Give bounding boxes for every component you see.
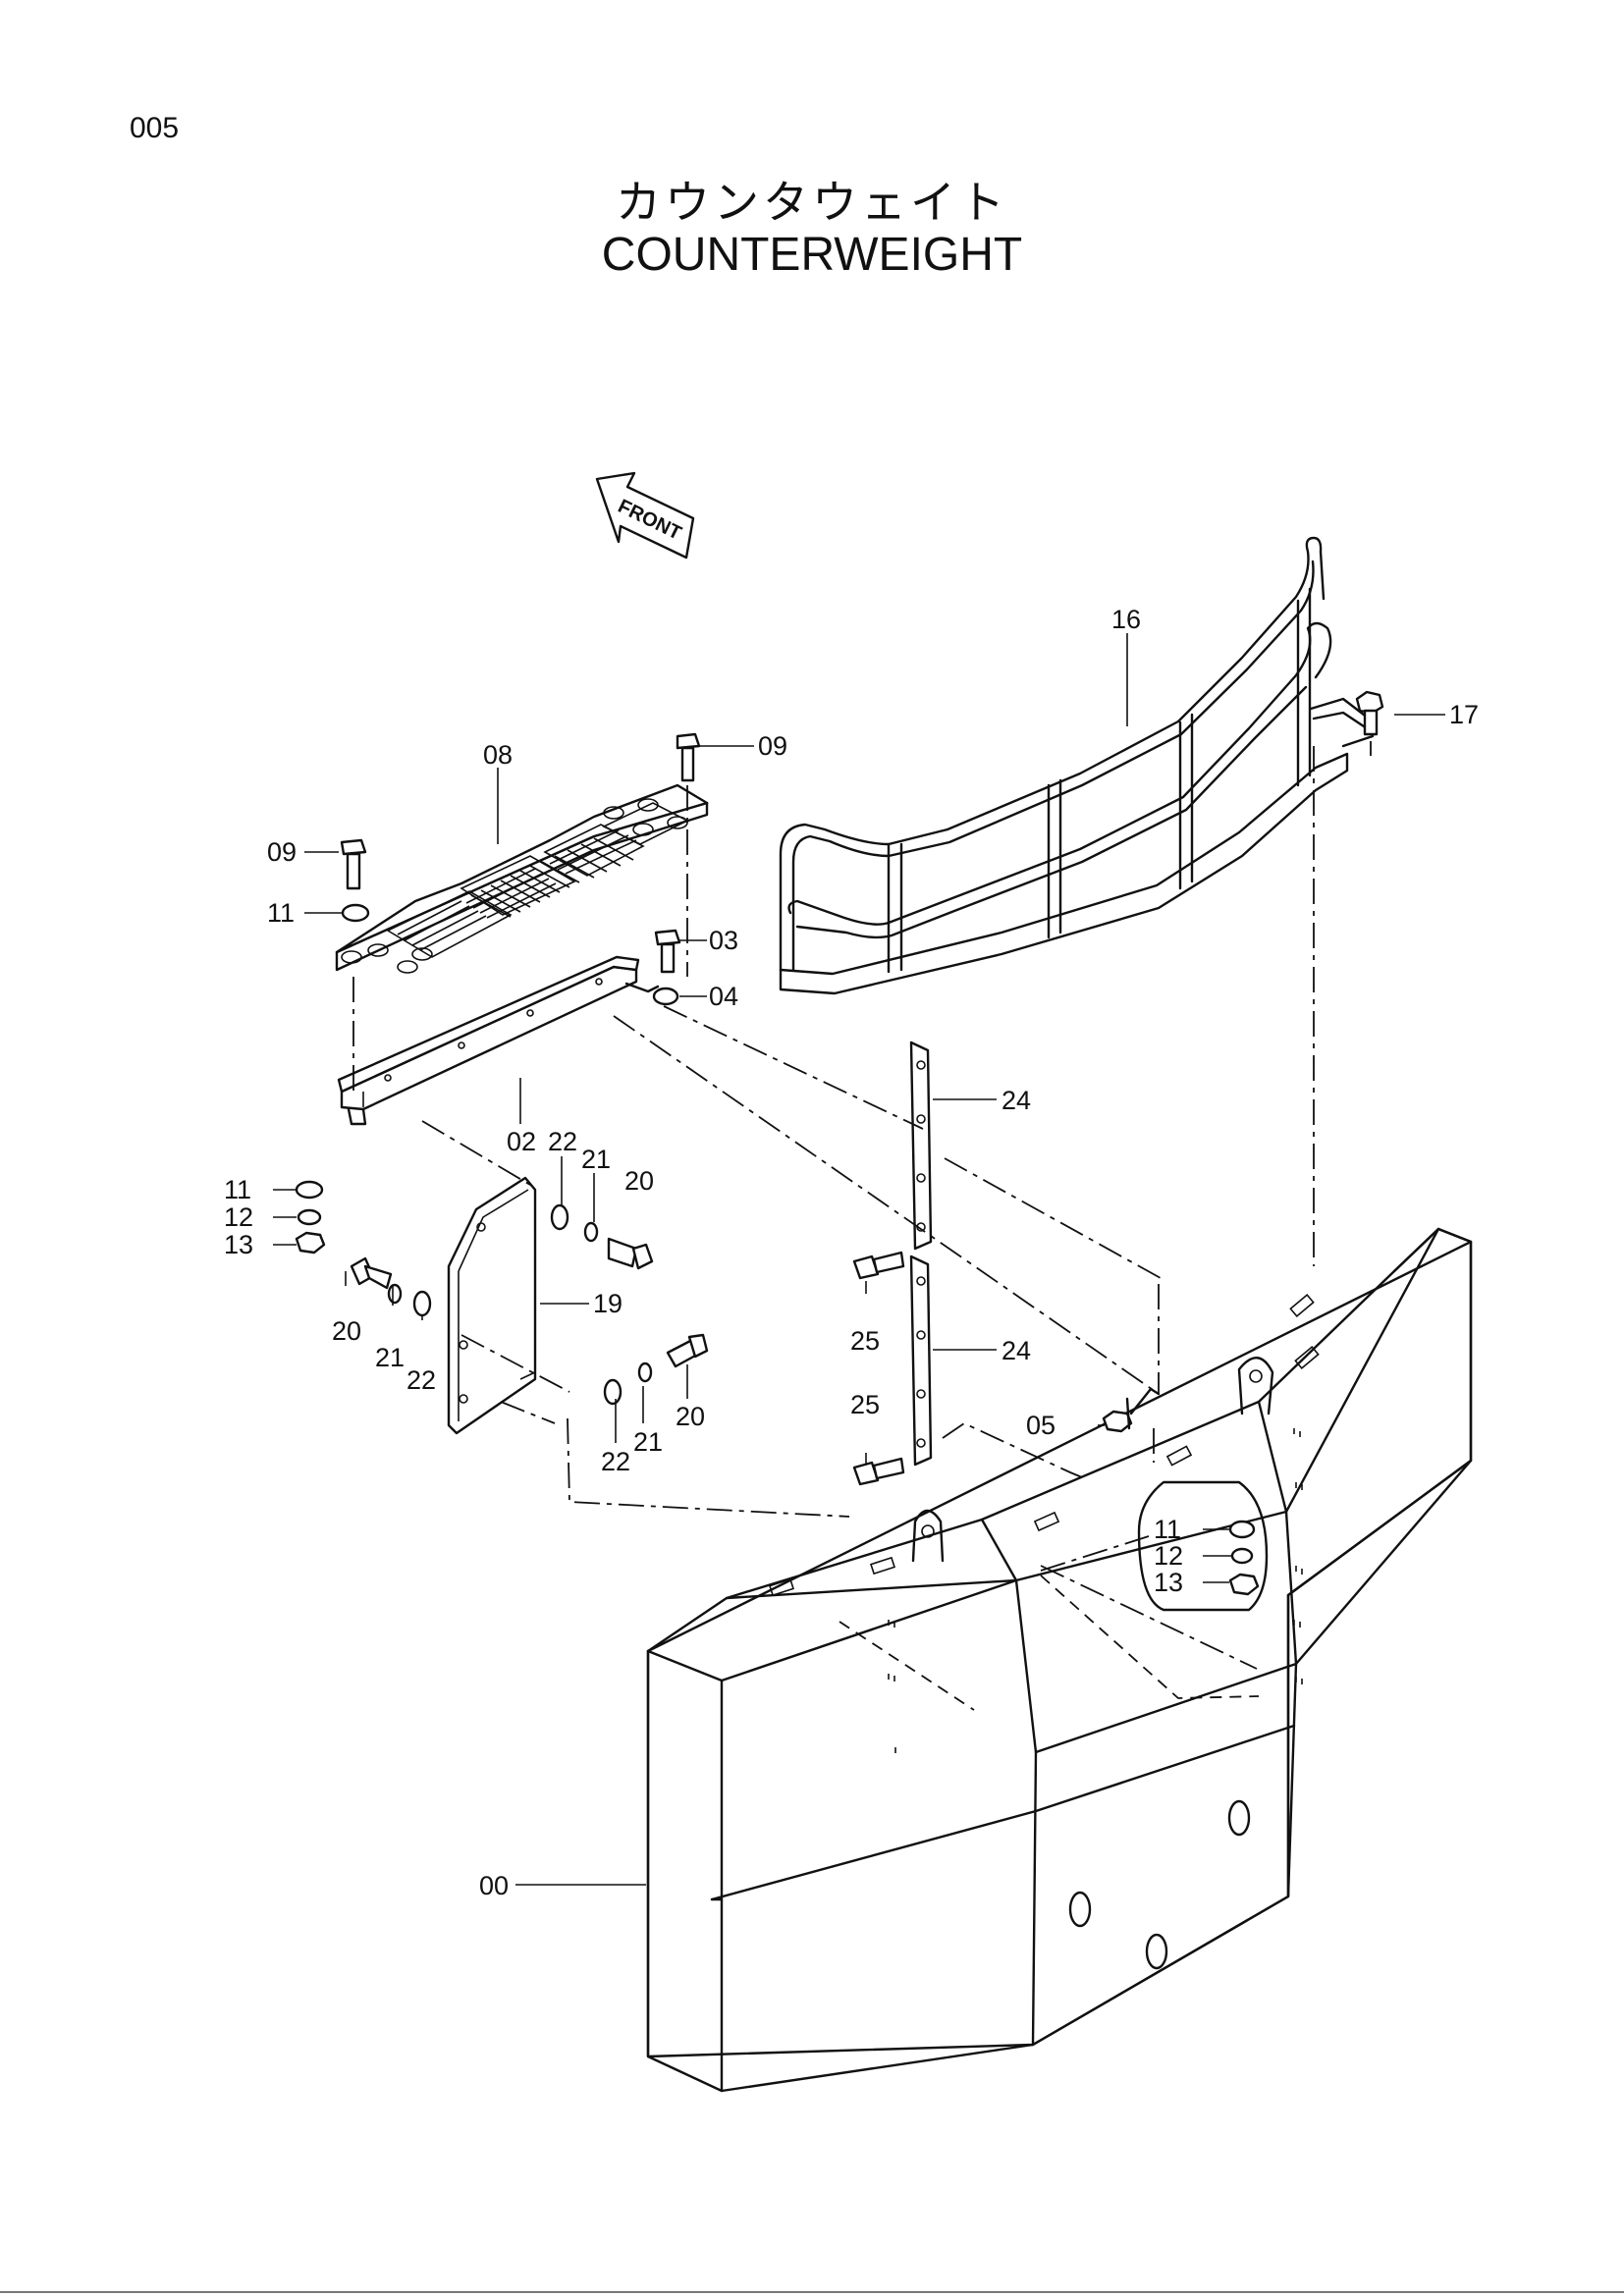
callout-12-right: 12 — [1154, 1541, 1183, 1571]
lockwasher-21-lower-icon — [637, 1362, 653, 1383]
hardware-group-right — [1137, 1480, 1269, 1612]
front-arrow-icon: FRONT — [595, 471, 695, 560]
callout-13-right: 13 — [1154, 1568, 1183, 1597]
callout-00: 00 — [479, 1871, 509, 1900]
callout-19: 19 — [593, 1289, 623, 1318]
lockwasher-12-right-icon — [1230, 1547, 1254, 1565]
bottom-rule — [0, 2291, 1624, 2293]
page-title-japanese: カウンタウェイト — [616, 176, 1008, 229]
bolt-25-upper-icon — [852, 1251, 905, 1280]
lockwasher-21-upper-icon — [583, 1221, 599, 1243]
callout-02: 02 — [507, 1127, 536, 1156]
bolt-09-right-icon — [676, 732, 701, 782]
counterweight-body — [646, 1227, 1473, 2093]
callout-22-upper: 22 — [548, 1127, 577, 1156]
callout-20-lower: 20 — [676, 1402, 705, 1431]
leader-lines — [273, 633, 1445, 1886]
bolt-20-upper-icon — [607, 1237, 654, 1270]
callout-11-right: 11 — [1154, 1515, 1181, 1544]
washer-22-left-icon — [412, 1290, 432, 1317]
handrail — [779, 536, 1375, 995]
washer-11-top-icon — [341, 903, 370, 923]
nut-13-left-icon — [295, 1231, 326, 1255]
bolt-17-icon — [1355, 690, 1384, 736]
callout-21-upper: 21 — [581, 1145, 611, 1174]
callout-25-lower: 25 — [850, 1390, 880, 1419]
washer-22-lower-icon — [603, 1378, 623, 1406]
callout-08: 08 — [483, 740, 513, 770]
step-bracket — [337, 955, 660, 1126]
callout-11-left: 11 — [224, 1175, 251, 1204]
callout-09-left: 09 — [267, 837, 297, 867]
callout-16: 16 — [1111, 605, 1141, 634]
bolt-25-lower-icon — [852, 1457, 905, 1486]
page-title: COUNTERWEIGHT — [601, 229, 1023, 281]
callout-13-left: 13 — [224, 1230, 253, 1259]
callout-05: 05 — [1026, 1411, 1056, 1440]
callout-17: 17 — [1449, 700, 1479, 729]
callout-22-left: 22 — [406, 1365, 436, 1395]
callout-21-left: 21 — [375, 1343, 405, 1372]
callout-12-left: 12 — [224, 1202, 253, 1232]
side-plate — [447, 1176, 537, 1435]
washer-11-right-icon — [1228, 1520, 1256, 1539]
callout-04: 04 — [709, 982, 738, 1011]
lockwasher-21-left-icon — [387, 1283, 403, 1305]
assembly-lines — [352, 741, 1372, 1670]
callout-20-upper: 20 — [624, 1166, 654, 1196]
nut-05-icon — [1102, 1410, 1133, 1433]
stay-lower — [909, 1255, 933, 1467]
nut-13-right-icon — [1228, 1573, 1260, 1596]
callout-24-lower: 24 — [1001, 1336, 1031, 1365]
washer-04-icon — [652, 987, 679, 1006]
callout-21-lower: 21 — [633, 1427, 663, 1457]
page-number: 005 — [130, 112, 180, 144]
washer-22-upper-icon — [550, 1203, 569, 1231]
step-plate — [335, 783, 709, 974]
lockwasher-12-left-icon — [297, 1208, 322, 1226]
callout-25-upper: 25 — [850, 1326, 880, 1356]
bolt-09-left-icon — [340, 838, 367, 890]
stay-upper — [909, 1041, 933, 1251]
callout-03: 03 — [709, 926, 738, 955]
bolt-20-left-icon — [350, 1256, 393, 1290]
callout-20-left: 20 — [332, 1316, 361, 1346]
washer-11-left-icon — [295, 1180, 324, 1200]
bolt-20-lower-icon — [666, 1333, 709, 1368]
bolt-03-icon — [654, 929, 681, 974]
callout-22-lower: 22 — [601, 1447, 630, 1476]
callout-11-top: 11 — [267, 898, 295, 928]
callout-24-upper: 24 — [1001, 1086, 1031, 1115]
callout-09-right: 09 — [758, 731, 787, 761]
